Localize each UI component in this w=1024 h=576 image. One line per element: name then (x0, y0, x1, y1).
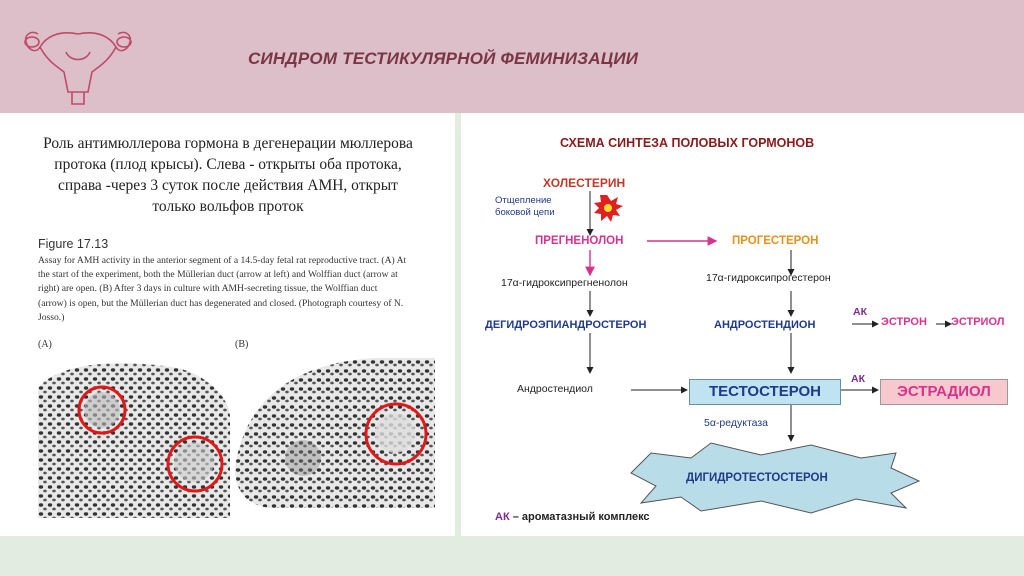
hormone-scheme-panel: СХЕМА СИНТЕЗА ПОЛОВЫХ ГОРМОНОВ ХОЛЕСТЕРИ… (461, 113, 1024, 536)
side-chain-label-2: боковой цепи (495, 207, 555, 218)
cholesterol-label: ХОЛЕСТЕРИН (543, 176, 626, 190)
slide-footer-band (0, 536, 1024, 576)
label-b: (B) (235, 339, 249, 350)
aromatase-label-2: АК (851, 373, 865, 385)
pregnenolone-label: ПРЕГНЕНОЛОН (535, 235, 624, 247)
estradiol-label: ЭСТРАДИОЛ (897, 383, 991, 400)
micrograph-b (235, 358, 435, 508)
dht-label: ДИГИДРОТЕСТОСТЕРОН (686, 472, 828, 484)
mullerian-duct-highlight (77, 385, 127, 435)
androstenedione-label: АНДРОСТЕНДИОН (714, 319, 816, 331)
wolffian-duct-highlight (166, 435, 224, 493)
label-a: (A) (38, 339, 52, 350)
dhea-label: ДЕГИДРОЭПИАНДРОСТЕРОН (485, 319, 647, 331)
estriol-label: ЭСТРИОЛ (951, 316, 1005, 328)
legend: АК – ароматазный комплекс (495, 511, 650, 523)
estrone-label: ЭСТРОН (881, 316, 927, 328)
uterus-icon (24, 31, 132, 105)
slide-header: СИНДРОМ ТЕСТИКУЛЯРНОЙ ФЕМИНИЗАЦИИ (0, 0, 1024, 113)
aromatase-label-1: АК (853, 306, 867, 318)
scheme-arrows (585, 191, 952, 514)
left-figure-panel: Роль антимюллерова гормона в дегенерации… (0, 113, 455, 536)
estradiol-box: ЭСТРАДИОЛ (880, 379, 1008, 405)
progesterone-label: ПРОГЕСТЕРОН (732, 235, 819, 247)
androstenediol-label: Андростендиол (517, 383, 593, 395)
legend-text: – ароматазный комплекс (509, 511, 650, 523)
micrograph-a (38, 363, 230, 518)
wolffian-duct-highlight-b (364, 402, 428, 466)
hydroxyprogesterone-label: 17α-гидроксипрогестерон (706, 272, 831, 284)
hydroxypregnenolone-label: 17α-гидроксипрегненолон (501, 277, 628, 289)
figure-description: Assay for AMH activity in the anterior s… (38, 255, 407, 323)
legend-abbr: АК (495, 511, 510, 523)
testosterone-box: ТЕСТОСТЕРОН (689, 379, 841, 405)
side-chain-label-1: Отщепление (495, 195, 552, 206)
scheme-title: СХЕМА СИНТЕЗА ПОЛОВЫХ ГОРМОНОВ (560, 136, 815, 150)
reductase-label: 5α-редуктаза (704, 417, 769, 429)
dht-star (630, 442, 921, 514)
figure-caption: Роль антимюллерова гормона в дегенерации… (43, 135, 413, 215)
testosterone-label: ТЕСТОСТЕРОН (708, 383, 822, 400)
figure-number: Figure 17.13 (38, 237, 109, 251)
panel-divider (455, 113, 461, 536)
slide-title: СИНДРОМ ТЕСТИКУЛЯРНОЙ ФЕМИНИЗАЦИИ (248, 49, 639, 68)
